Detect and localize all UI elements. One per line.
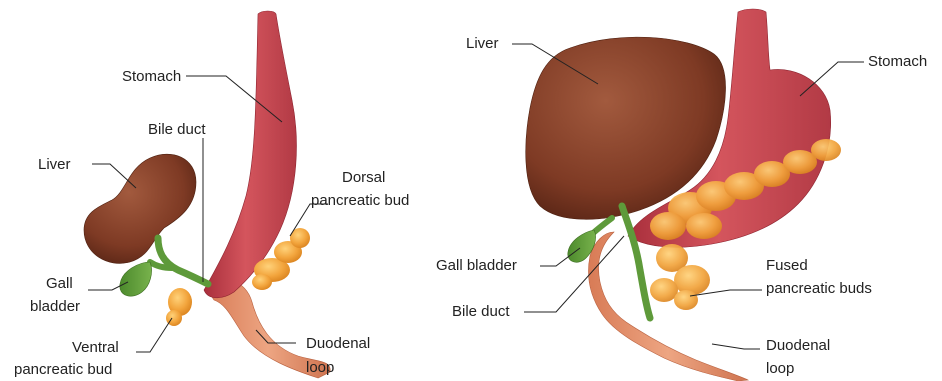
label-ventral-bud-line1: Ventral — [72, 339, 119, 356]
label-liver-late: Liver — [466, 35, 499, 52]
label-bile-duct-late: Bile duct — [452, 303, 510, 320]
label-dorsal-bud-line2: pancreatic bud — [311, 192, 409, 209]
label-gall-bladder-line2: bladder — [30, 298, 80, 315]
late-stage-panel: Liver Stomach Gall bladder Bile duct Fus… — [436, 9, 927, 381]
label-ventral-bud-early: Ventral pancreatic bud — [14, 339, 123, 378]
label-duodenal-loop-line2: loop — [306, 359, 334, 376]
leader-ventral-bud-early — [136, 318, 172, 352]
label-duodenal-loop-line1: Duodenal — [306, 335, 370, 352]
early-stage-panel: Stomach Bile duct Liver Dorsal pancreati… — [14, 11, 409, 378]
label-fused-buds-line2: pancreatic buds — [766, 280, 872, 297]
label-duodenal-loop-late-line1: Duodenal — [766, 337, 830, 354]
label-dorsal-bud-early: Dorsal pancreatic bud — [311, 169, 409, 209]
label-fused-buds-late: Fused pancreatic buds — [766, 257, 872, 297]
ventral-pancreatic-bud — [166, 288, 192, 326]
liver-early — [84, 154, 196, 263]
leader-duodenal-loop-late — [712, 344, 760, 349]
label-gall-bladder-line1: Gall — [46, 275, 73, 292]
label-ventral-bud-line2: pancreatic bud — [14, 361, 112, 378]
label-duodenal-loop-late-line2: loop — [766, 360, 794, 377]
label-gall-bladder-late: Gall bladder — [436, 257, 517, 274]
gall-bladder-early — [120, 262, 152, 296]
label-fused-buds-line1: Fused — [766, 257, 808, 274]
label-duodenal-loop-late: Duodenal loop — [766, 337, 834, 377]
label-stomach-early: Stomach — [122, 68, 181, 85]
bile-duct-early — [158, 238, 208, 284]
label-duodenal-loop-early: Duodenal loop — [306, 335, 374, 376]
label-gall-bladder-early: Gall bladder — [30, 275, 80, 315]
label-liver-early: Liver — [38, 156, 71, 173]
label-stomach-late: Stomach — [868, 53, 927, 70]
label-bile-duct-early: Bile duct — [148, 121, 206, 138]
label-dorsal-bud-line1: Dorsal — [342, 169, 385, 186]
